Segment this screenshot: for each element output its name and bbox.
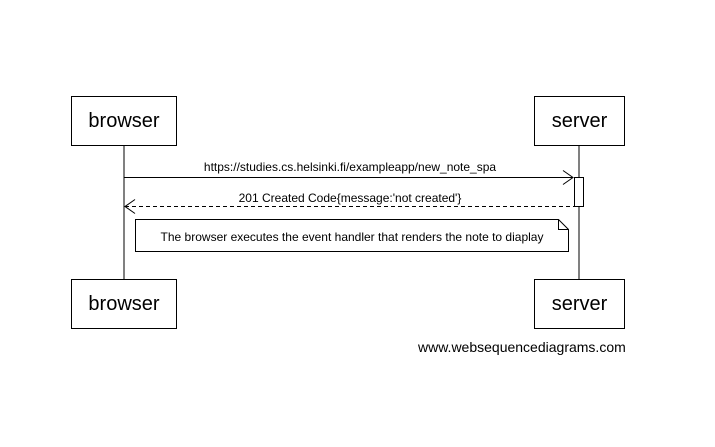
- request-message-label: https://studies.cs.helsinki.fi/exampleap…: [203, 160, 497, 174]
- browser-participant-label: browser: [88, 109, 160, 132]
- request-arrow-head: [562, 170, 574, 185]
- note-fold: [558, 219, 569, 230]
- note-box: [135, 219, 569, 252]
- server-participant-bottom: server: [534, 279, 625, 329]
- response-arrow-head: [124, 199, 136, 214]
- note-text: The browser executes the event handler t…: [160, 230, 544, 244]
- browser-participant-bottom: browser: [71, 279, 177, 329]
- server-participant-label: server: [551, 109, 608, 132]
- browser-participant-label: browser: [88, 292, 160, 315]
- watermark-link[interactable]: www.websequencediagrams.com: [418, 339, 626, 355]
- browser-participant-top: browser: [71, 96, 177, 146]
- server-activation-bar: [574, 177, 584, 207]
- server-participant-label: server: [551, 292, 608, 315]
- response-message-label: 201 Created Code{message:'not created'}: [238, 191, 462, 205]
- server-participant-top: server: [534, 96, 625, 146]
